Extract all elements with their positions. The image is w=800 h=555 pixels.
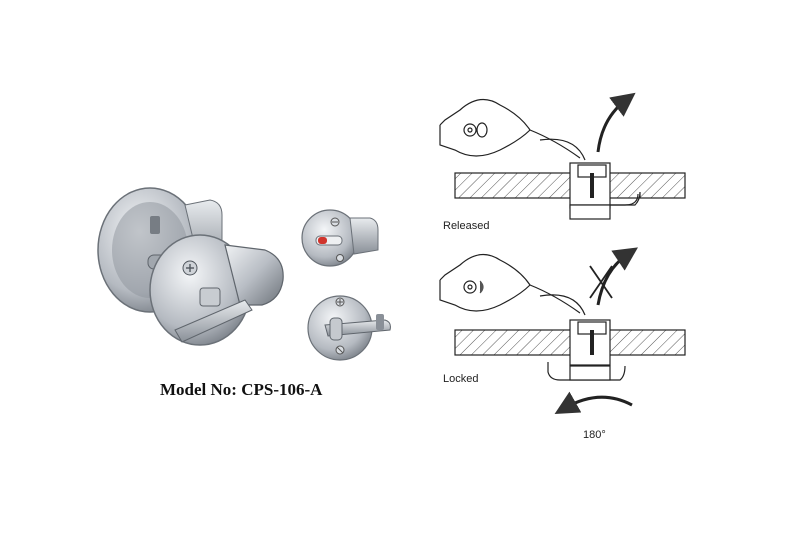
locked-diagram [439,247,686,414]
locked-label: Locked [443,373,478,385]
released-diagram [439,92,686,220]
thumb-turn-plate-image [307,295,391,361]
rotation-label: 180° [583,429,606,441]
lock-assembly-image [97,187,284,346]
indicator-plate-image [301,209,379,267]
model-number-caption: Model No: CPS-106-A [160,380,323,399]
released-label: Released [443,220,489,232]
